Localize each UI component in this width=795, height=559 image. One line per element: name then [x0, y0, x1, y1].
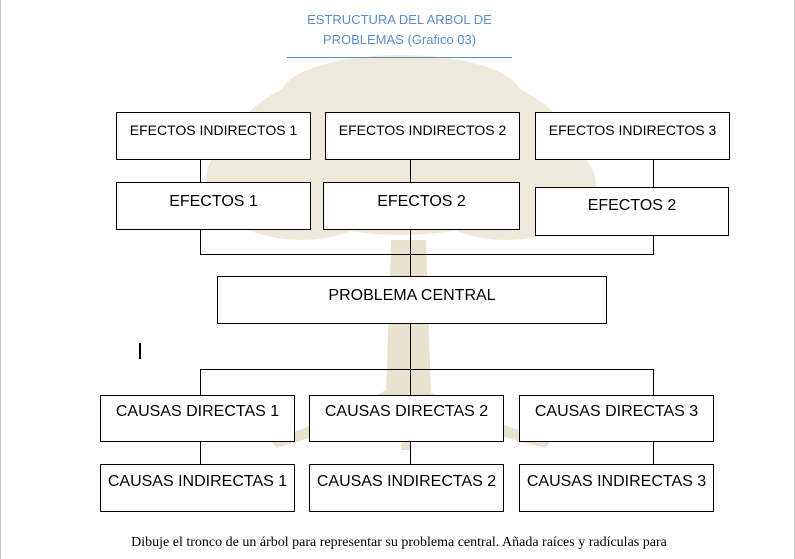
- connector-line: [653, 442, 654, 464]
- effect-box-3: EFECTOS 2: [535, 187, 729, 236]
- indirect-cause-box-2: CAUSAS INDIRECTAS 2: [309, 464, 504, 512]
- indirect-effect-box-1: EFECTOS INDIRECTOS 1: [116, 112, 311, 160]
- direct-cause-box-1: CAUSAS DIRECTAS 1: [100, 395, 295, 442]
- connector-line: [200, 442, 201, 464]
- indirect-cause-label-3: CAUSAS INDIRECTAS 3: [526, 473, 707, 490]
- indirect-cause-label-2: CAUSAS INDIRECTAS 2: [316, 473, 497, 490]
- effect-box-2: EFECTOS 2: [323, 182, 520, 230]
- connector-line: [653, 369, 654, 395]
- connector-line: [200, 160, 201, 183]
- indirect-effect-label-3: EFECTOS INDIRECTOS 3: [548, 122, 717, 138]
- connector-line: [200, 254, 654, 255]
- effect-label-2: EFECTOS 2: [377, 193, 466, 210]
- header-title-line-1: ESTRUCTURA DEL ARBOL DE: [307, 12, 492, 27]
- central-problem-box: PROBLEMA CENTRAL: [217, 276, 607, 324]
- header-rule: [287, 57, 512, 58]
- connector-line: [410, 160, 411, 183]
- page-header: ESTRUCTURA DEL ARBOL DE PROBLEMAS (Grafi…: [287, 10, 512, 50]
- indirect-effect-box-2: EFECTOS INDIRECTOS 2: [325, 112, 520, 160]
- effect-box-1: EFECTOS 1: [116, 182, 311, 230]
- indirect-cause-label-1: CAUSAS INDIRECTAS 1: [107, 473, 288, 490]
- connector-line: [653, 236, 654, 255]
- direct-cause-label-2: CAUSAS DIRECTAS 2: [324, 403, 489, 420]
- indirect-effect-box-3: EFECTOS INDIRECTOS 3: [535, 112, 730, 160]
- connector-line: [410, 324, 411, 395]
- connector-line: [200, 369, 201, 395]
- connector-line: [653, 160, 654, 188]
- connector-line: [410, 230, 411, 276]
- connector-line: [200, 230, 201, 255]
- direct-cause-box-3: CAUSAS DIRECTAS 3: [519, 395, 714, 442]
- indirect-cause-box-3: CAUSAS INDIRECTAS 3: [519, 464, 714, 512]
- central-problem-label: PROBLEMA CENTRAL: [328, 287, 496, 304]
- effect-label-1: EFECTOS 1: [169, 193, 258, 210]
- text-cursor: [139, 343, 141, 359]
- connector-line: [200, 369, 654, 370]
- indirect-cause-box-1: CAUSAS INDIRECTAS 1: [100, 464, 295, 512]
- instruction-paragraph: Dibuje el tronco de un árbol para repres…: [131, 535, 667, 550]
- effect-label-3: EFECTOS 2: [587, 197, 677, 214]
- direct-cause-label-3: CAUSAS DIRECTAS 3: [534, 403, 699, 420]
- header-title-line-2: PROBLEMAS (Grafico 03): [322, 32, 477, 47]
- direct-cause-label-1: CAUSAS DIRECTAS 1: [115, 403, 280, 420]
- indirect-effect-label-1: EFECTOS INDIRECTOS 1: [129, 122, 298, 138]
- direct-cause-box-2: CAUSAS DIRECTAS 2: [309, 395, 504, 442]
- indirect-effect-label-2: EFECTOS INDIRECTOS 2: [338, 122, 507, 138]
- connector-line: [410, 442, 411, 464]
